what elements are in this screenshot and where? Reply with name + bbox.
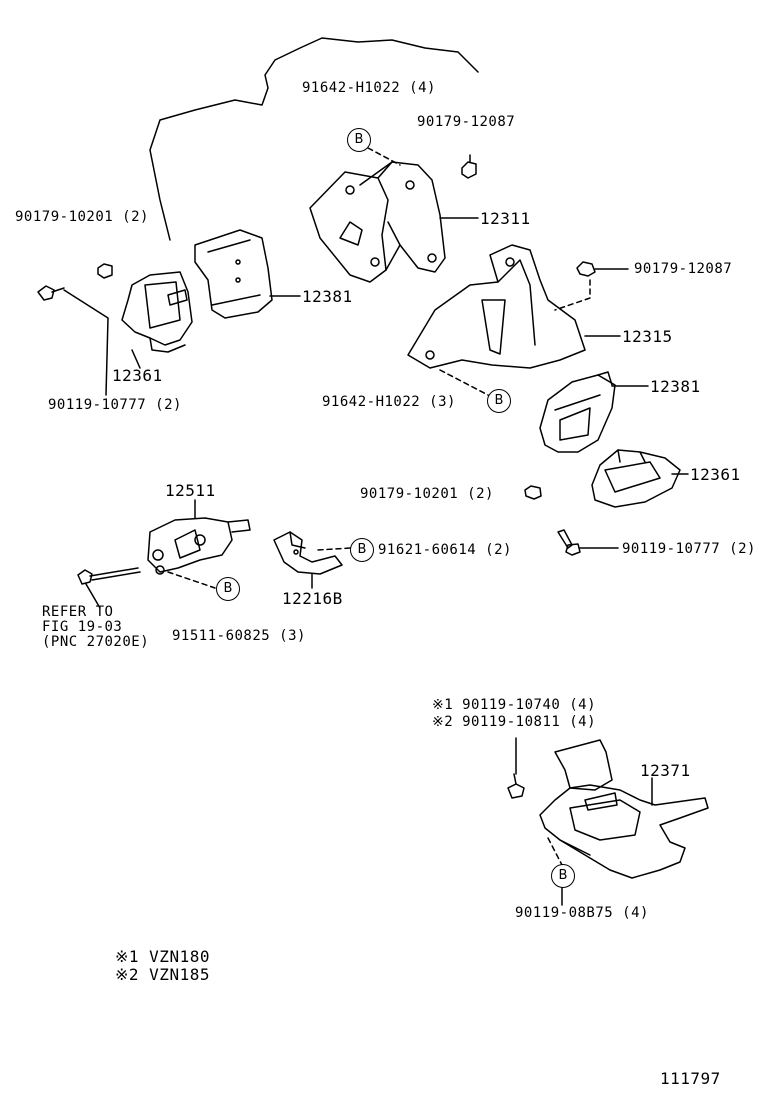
bracket-12511 (147, 517, 251, 575)
callout-b-mid: B (487, 389, 511, 413)
nut-mid (524, 485, 542, 500)
label-90119-08B75: 90119-08B75 (4) (515, 905, 649, 921)
insulator-12361-right (591, 449, 681, 508)
label-note1-part: ※1 90119-10740 (4) (432, 697, 597, 713)
bracket-12216B (273, 531, 343, 575)
leader-bolt-left (63, 289, 109, 396)
bracket-12311 (309, 161, 446, 283)
label-12361-right: 12361 (690, 465, 741, 484)
label-91621: 91621-60614 (2) (378, 542, 512, 558)
nut-left (97, 263, 113, 279)
bolt-refer (77, 567, 141, 585)
leader-refer (85, 583, 101, 609)
legend-vzn185: ※2 VZN185 (115, 965, 210, 984)
figure-number: 111797 (660, 1069, 721, 1088)
label-90179-10201-left: 90179-10201 (2) (15, 209, 149, 225)
dash-b-lower (547, 837, 563, 866)
dash-b-12216B (317, 547, 351, 551)
dash-b-mid (439, 369, 489, 396)
label-note2-part: ※2 90119-10811 (4) (432, 714, 597, 730)
dash-b-top (367, 147, 401, 166)
bolt-lower (507, 773, 525, 799)
label-12381-left: 12381 (302, 287, 353, 306)
bracket-12315 (407, 244, 586, 369)
label-12311: 12311 (480, 209, 531, 228)
bolt-left (37, 285, 65, 301)
callout-b-top: B (347, 128, 371, 152)
label-90119-10777-right: 90119-10777 (2) (622, 541, 756, 557)
nut-right (576, 261, 596, 277)
nut-top (461, 161, 477, 179)
label-refer-line1: REFER TO (42, 604, 114, 620)
label-12511: 12511 (165, 481, 216, 500)
label-91642-mid: 91642-H1022 (3) (322, 394, 456, 410)
mount-12381-right (539, 371, 616, 453)
label-12216B: 12216B (282, 589, 343, 608)
label-refer-line3: (PNC 27020E) (42, 634, 150, 650)
label-12361-left: 12361 (112, 366, 163, 385)
leader-12361-left (131, 349, 141, 369)
bolt-right (557, 529, 581, 556)
label-90179-10201-mid: 90179-10201 (2) (360, 486, 494, 502)
callout-b-lower: B (551, 864, 575, 888)
dash-b-12511 (167, 571, 216, 589)
dash-nut-right (554, 279, 591, 311)
label-91511: 91511-60825 (3) (172, 628, 306, 644)
engine-outline (149, 37, 479, 241)
label-91642-top: 91642-H1022 (4) (302, 80, 436, 96)
label-90179-12087-right: 90179-12087 (634, 261, 733, 277)
legend-vzn180: ※1 VZN180 (115, 947, 210, 966)
label-refer-line2: FIG 19-03 (42, 619, 123, 635)
label-90179-12087-top: 90179-12087 (417, 114, 516, 130)
mount-12381-left (194, 229, 273, 319)
mount-12371 (539, 739, 709, 879)
insulator-12361-left (121, 271, 193, 353)
callout-b-91511: B (216, 577, 240, 601)
label-12371: 12371 (640, 761, 691, 780)
label-12315: 12315 (622, 327, 673, 346)
label-12381-right: 12381 (650, 377, 701, 396)
label-90119-10777-left: 90119-10777 (2) (48, 397, 182, 413)
callout-b-91621: B (350, 538, 374, 562)
